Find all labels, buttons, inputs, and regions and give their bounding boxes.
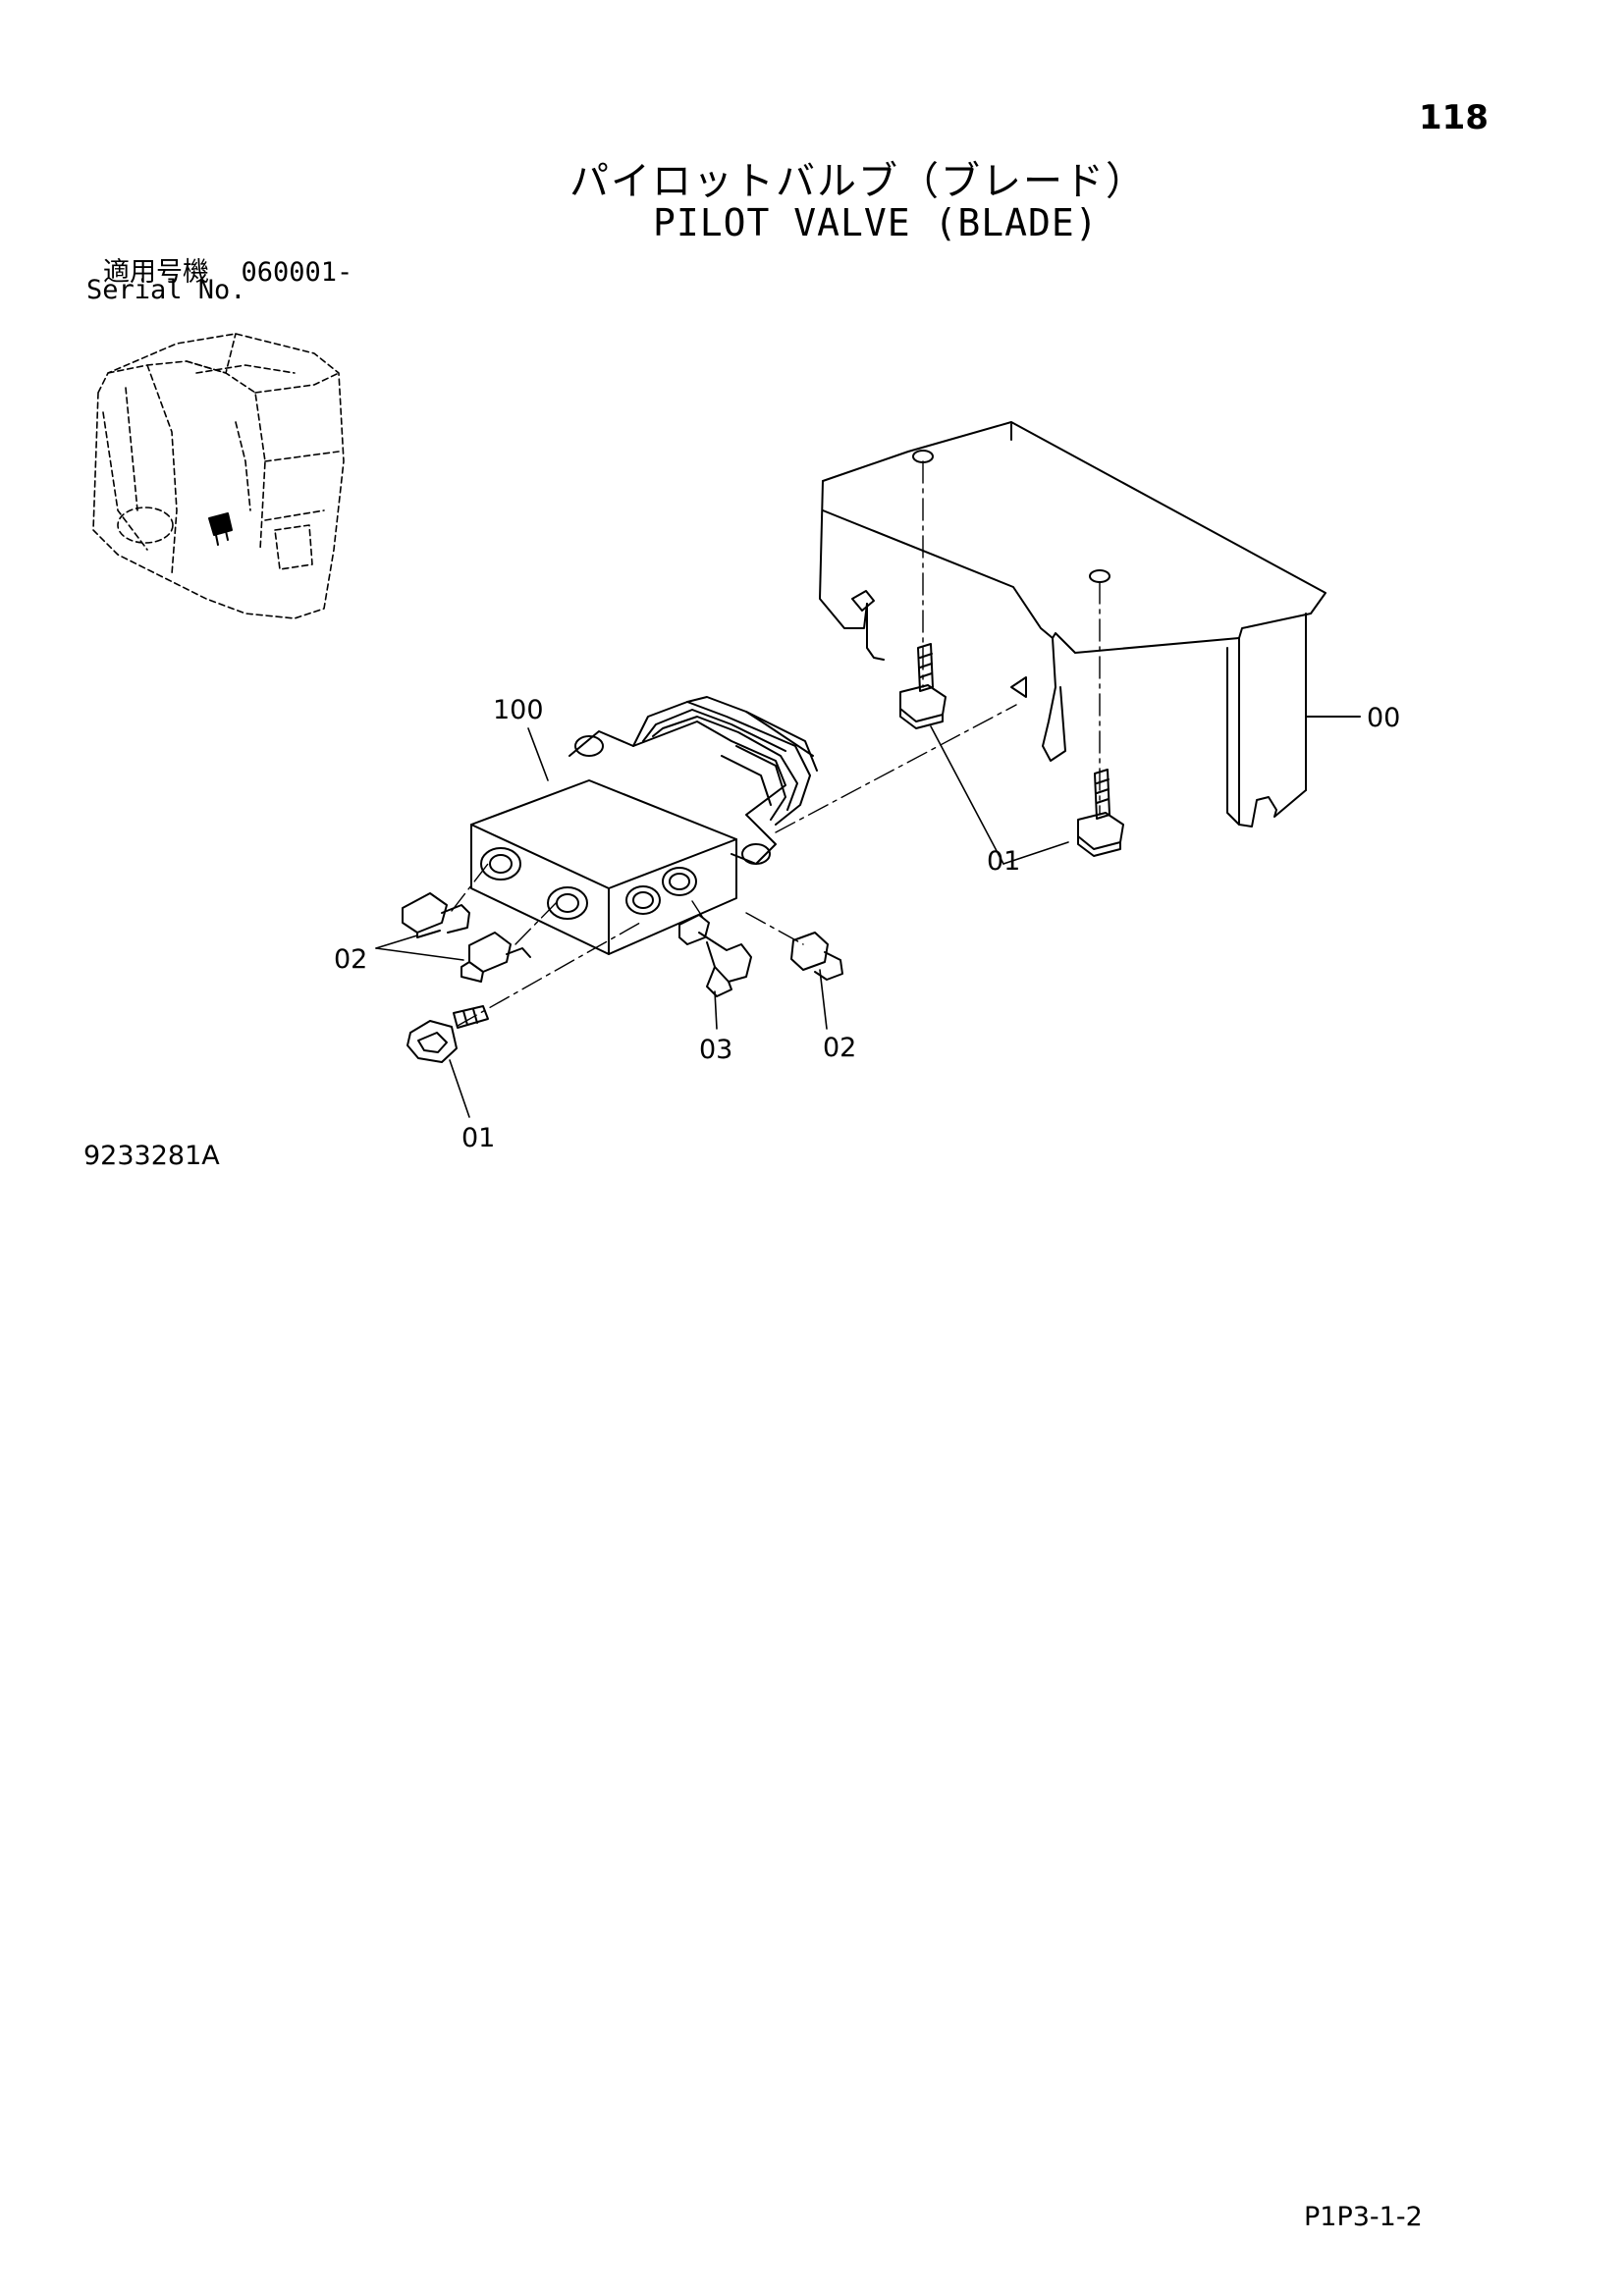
drawing-number: 9233281A: [83, 1141, 220, 1171]
page-number: 118: [1419, 98, 1489, 137]
elbow-fitting-part-03: [678, 914, 752, 997]
bracket-part-00: [819, 421, 1326, 828]
callout-00: 00: [1367, 703, 1400, 733]
callout-03: 03: [699, 1035, 732, 1065]
assembly-centerlines: [451, 460, 1101, 1027]
serial-label-japanese: 適用号機: [103, 257, 209, 288]
valve-location-marker: [208, 512, 233, 546]
callout-01-upper: 01: [987, 846, 1020, 877]
serial-value: 060001-: [241, 257, 353, 288]
page-title-english: PILOT VALVE (BLADE): [653, 201, 1099, 244]
page-code: P1P3-1-2: [1304, 2202, 1423, 2232]
serial-applicability: 適用号機 060001-: [103, 250, 352, 289]
callout-leaders: [375, 725, 1069, 1118]
callout-02-right: 02: [823, 1033, 856, 1063]
pilot-valve-part-100: [470, 696, 818, 955]
cab-location-thumbnail: [92, 333, 345, 619]
fitting-right: [790, 932, 843, 981]
bolt-upper: [899, 643, 947, 729]
bolt-lower-right: [1077, 769, 1124, 857]
serial-label-english: Serial No.: [86, 275, 246, 305]
callout-01-lower: 01: [461, 1123, 495, 1153]
page-title-japanese: パイロットバルブ（ブレード）: [569, 159, 1147, 204]
callout-100: 100: [493, 695, 544, 725]
fitting-lower-left: [460, 932, 531, 983]
bolt-lower-left: [406, 1005, 489, 1063]
callout-02-left: 02: [334, 944, 367, 975]
